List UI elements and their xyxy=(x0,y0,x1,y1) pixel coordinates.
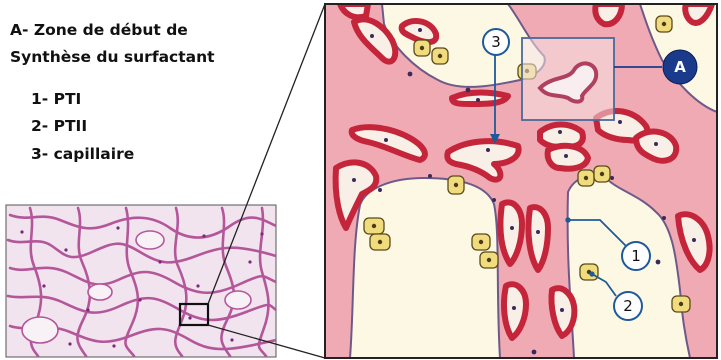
callout-3-label: 3 xyxy=(491,33,501,51)
capillary xyxy=(551,288,574,336)
callout-1-label: 1 xyxy=(631,247,641,265)
capillary xyxy=(548,146,588,169)
enlarged-alveolar-schema xyxy=(325,4,717,358)
capillary xyxy=(595,4,622,24)
callout-a-label: A xyxy=(674,58,686,76)
capillary xyxy=(452,93,508,105)
callout-2-label: 2 xyxy=(623,297,633,315)
capillary xyxy=(500,202,522,264)
histology-micrograph xyxy=(6,205,276,357)
capillary xyxy=(528,207,548,270)
alveolar-space xyxy=(350,178,500,358)
